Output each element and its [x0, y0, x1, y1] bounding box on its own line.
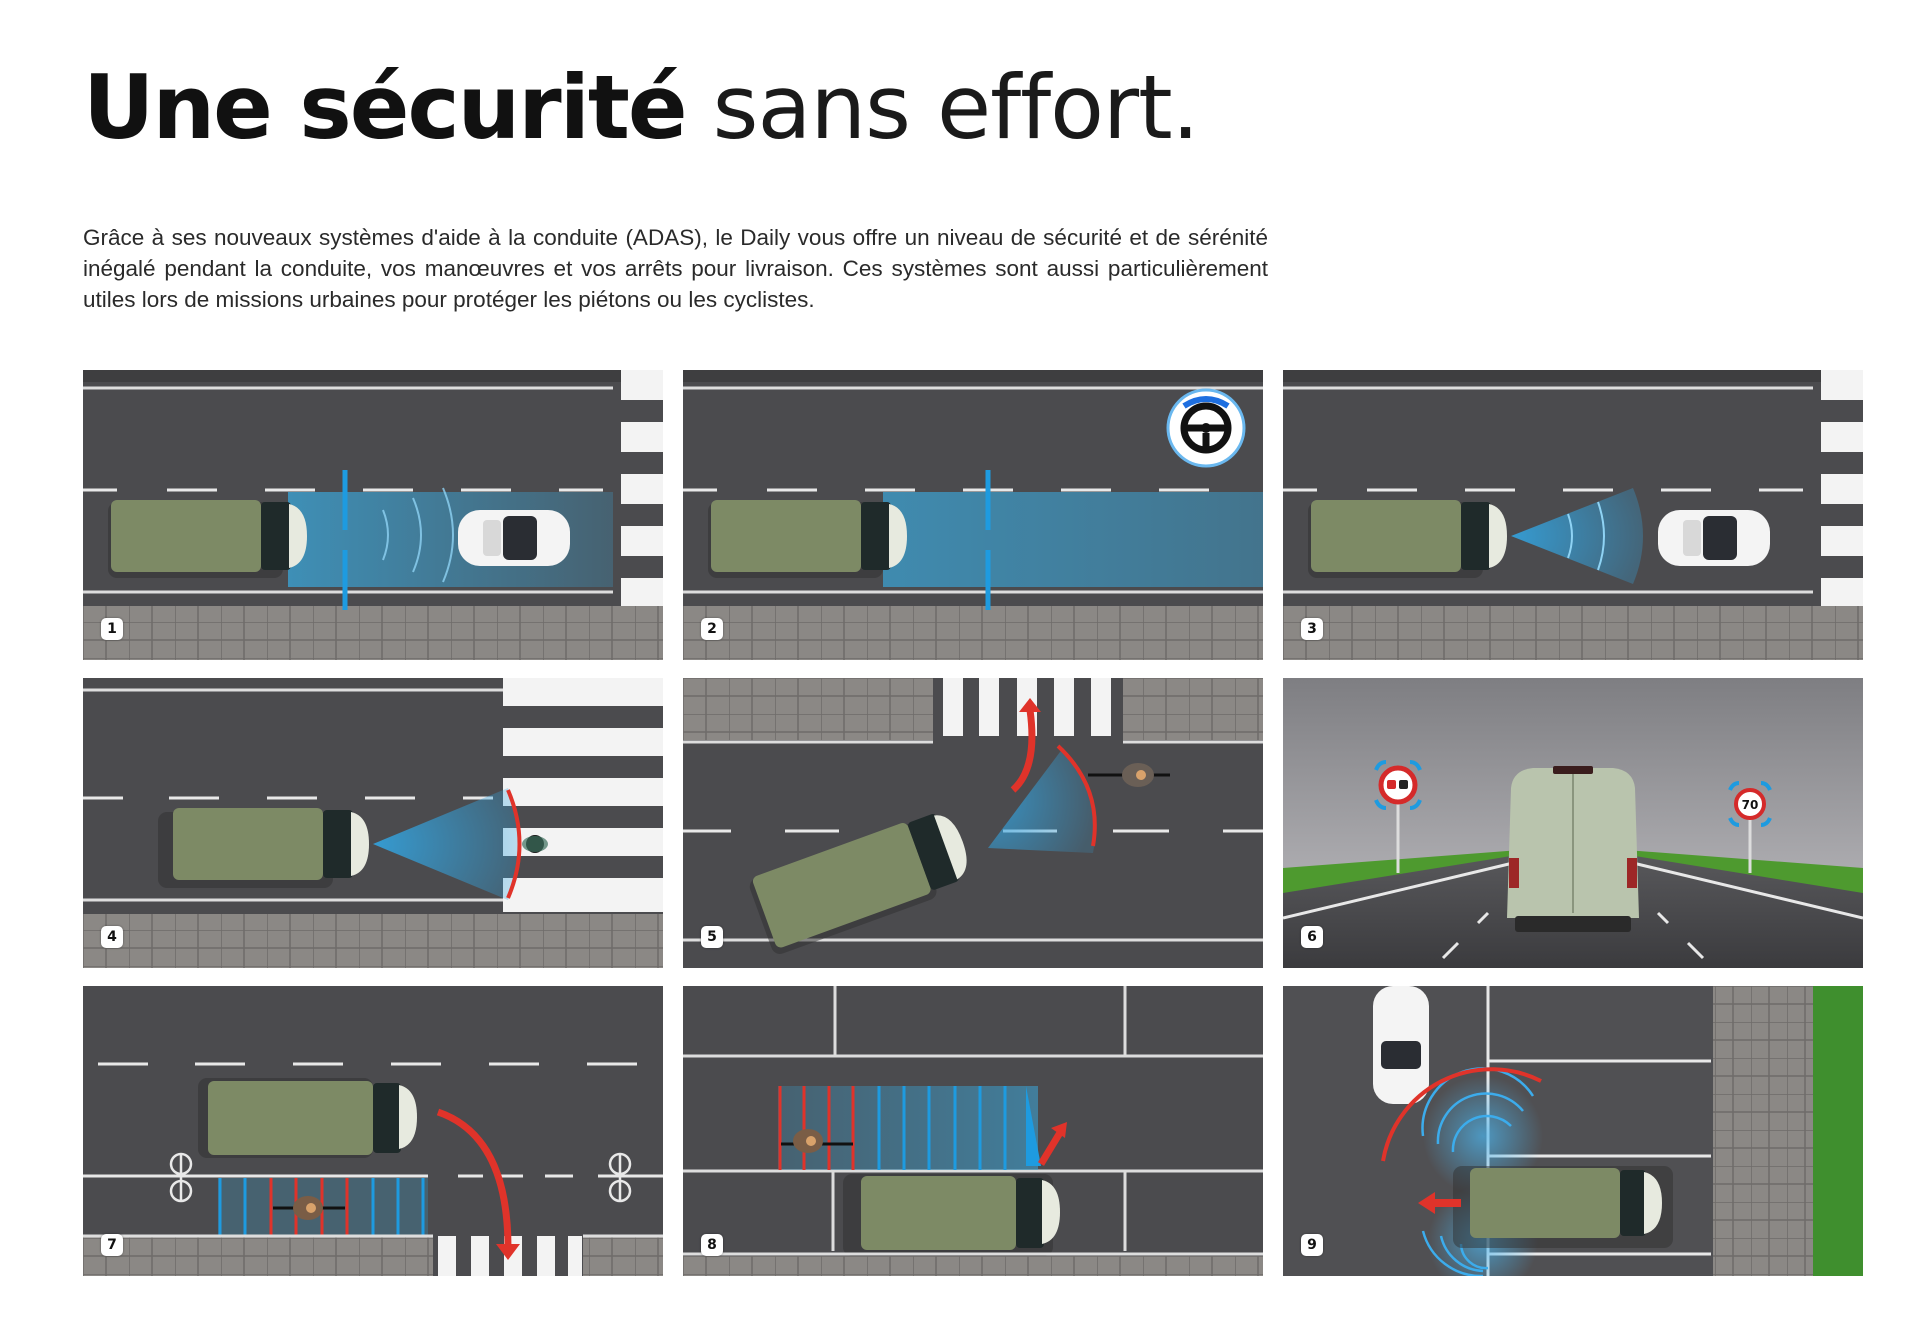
car-icon — [458, 510, 570, 566]
bike-lane-icon — [169, 1152, 193, 1203]
panel-number-badge: 9 — [1301, 1234, 1323, 1256]
turn-arrow — [436, 1108, 512, 1249]
scenario-illustration-8 — [683, 986, 1263, 1276]
scenario-illustration-5 — [683, 678, 1263, 968]
van-icon — [158, 808, 369, 888]
van-icon — [843, 1174, 1060, 1256]
cyclist-icon — [1088, 763, 1170, 787]
crosswalk — [503, 678, 663, 912]
sidewalk — [1283, 606, 1863, 660]
door-open-arrow — [1038, 1129, 1064, 1166]
scenario-illustration-2 — [683, 370, 1263, 660]
median-left — [1283, 846, 1573, 893]
van-icon — [108, 500, 307, 578]
door-warning-lines — [778, 1086, 1041, 1170]
grass — [1813, 986, 1863, 1276]
speed-limit-value: 70 — [1742, 798, 1759, 812]
alert-arc — [506, 789, 522, 899]
van-icon — [1308, 500, 1507, 578]
sidewalk — [1123, 678, 1263, 740]
van-icon — [749, 814, 967, 954]
sidewalk — [683, 606, 1263, 660]
intro-paragraph: Grâce à ses nouveaux systèmes d'aide à l… — [83, 222, 1268, 315]
sidewalk — [1713, 986, 1813, 1276]
sidewalk — [683, 678, 933, 740]
panel-number-badge: 5 — [701, 926, 723, 948]
scenario-panel-2: 2 — [683, 370, 1263, 660]
radar-cone — [1511, 488, 1643, 584]
speed-limit-sign-icon: 70 — [1728, 781, 1772, 873]
door-warning-zone — [778, 1086, 1038, 1170]
scenario-illustration-1 — [83, 370, 663, 660]
page-title: Une sécurité sans effort. — [83, 56, 1200, 159]
scenario-panel-9: 9 — [1283, 986, 1863, 1276]
panel-number-badge: 7 — [101, 1234, 123, 1256]
scenario-panel-6: 70 6 — [1283, 678, 1863, 968]
intro-text: Grâce à ses nouveaux systèmes d'aide à l… — [83, 225, 1268, 312]
car-icon — [1658, 510, 1770, 566]
turn-arrow — [1010, 709, 1036, 793]
panel-number-badge: 6 — [1301, 926, 1323, 948]
scenario-panel-4: 4 — [83, 678, 663, 968]
panel-number-badge: 8 — [701, 1234, 723, 1256]
van-rear-icon — [1507, 766, 1639, 932]
scenario-panel-5: 5 — [683, 678, 1263, 968]
radar-cone — [988, 748, 1095, 853]
steering-wheel-icon — [1166, 388, 1246, 468]
lane-beam — [883, 492, 1263, 587]
scenario-panel-3: 3 — [1283, 370, 1863, 660]
scenario-illustration-4 — [83, 678, 663, 968]
panel-number-badge: 3 — [1301, 618, 1323, 640]
scenario-illustration-6: 70 — [1283, 678, 1863, 968]
scenario-illustration-7 — [83, 986, 663, 1276]
crosswalk — [621, 370, 663, 608]
crosswalk — [1821, 370, 1863, 608]
radar-cone — [373, 788, 518, 900]
van-icon — [708, 500, 907, 578]
scenario-illustration-9 — [1283, 986, 1863, 1276]
van-icon — [1453, 1166, 1673, 1248]
alert-arc — [1381, 1067, 1542, 1162]
bike-lane-icon — [608, 1152, 632, 1203]
panel-number-badge: 4 — [101, 926, 123, 948]
scenario-panel-7: 7 — [83, 986, 663, 1276]
page-title-light: sans effort. — [712, 56, 1200, 159]
sidewalk — [683, 1256, 1263, 1276]
van-icon — [198, 1078, 417, 1158]
parking-sensor-waves — [1421, 1067, 1535, 1276]
scenario-panel-8: 8 — [683, 986, 1263, 1276]
pedestrian-icon — [522, 835, 548, 853]
no-overtaking-sign-icon — [1374, 760, 1422, 873]
scenario-panel-1: 1 — [83, 370, 663, 660]
median-right — [1573, 846, 1863, 893]
cyclist-icon — [781, 1129, 853, 1153]
page-title-bold: Une sécurité — [83, 56, 688, 159]
alert-arc — [1056, 744, 1097, 847]
panel-number-badge: 2 — [701, 618, 723, 640]
sidewalk — [83, 914, 663, 968]
panel-number-badge: 1 — [101, 618, 123, 640]
cyclist-icon — [273, 1196, 345, 1220]
parked-car-icon — [1373, 986, 1429, 1104]
scenario-illustration-3 — [1283, 370, 1863, 660]
sidewalk — [83, 606, 663, 660]
